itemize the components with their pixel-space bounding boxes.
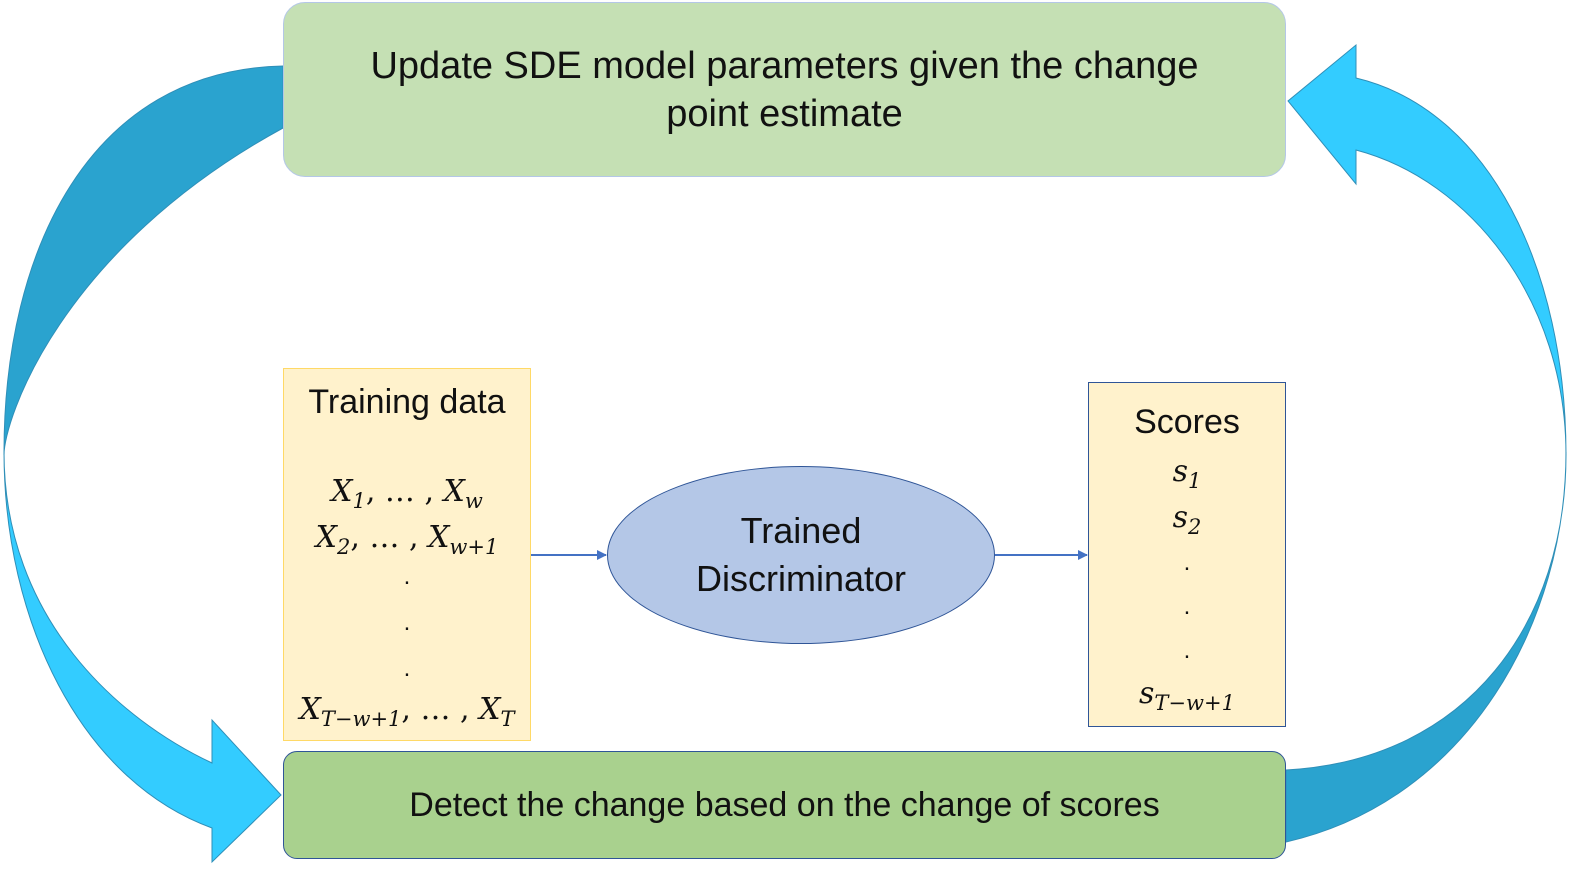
discriminator-line1: Trained	[740, 510, 862, 551]
training-row: XT−w+1, … , XT	[299, 692, 515, 731]
trained-discriminator-node: Trained Discriminator	[607, 466, 995, 644]
detect-change-box: Detect the change based on the change of…	[283, 751, 1286, 859]
discriminator-line2: Discriminator	[695, 558, 907, 599]
update-parameters-line2: point estimate	[666, 92, 903, 135]
cycle-arrow-left-icon	[3, 65, 284, 864]
ellipsis-dot: .	[403, 609, 411, 636]
update-parameters-box: Update SDE model parameters given the ch…	[283, 2, 1286, 177]
scores-box: Scores s1 s2 . . . sT−w+1	[1088, 382, 1286, 727]
score-item: s2	[1172, 500, 1202, 539]
ellipsis-dot: .	[1183, 549, 1191, 576]
detect-change-text: Detect the change based on the change of…	[409, 785, 1160, 824]
training-row: X2, … , Xw+1	[315, 520, 499, 559]
update-parameters-line1: Update SDE model parameters given the ch…	[370, 44, 1199, 87]
ellipsis-dot: .	[403, 563, 411, 590]
cycle-arrow-right-icon	[1285, 43, 1567, 843]
training-data-box: Training data X1, … , Xw X2, … , Xw+1 . …	[283, 368, 531, 741]
score-item: sT−w+1	[1139, 676, 1235, 715]
ellipsis-dot: .	[1183, 593, 1191, 620]
ellipsis-dot: .	[1183, 637, 1191, 664]
scores-title: Scores	[1134, 403, 1240, 441]
score-item: s1	[1172, 454, 1202, 493]
ellipsis-dot: .	[403, 655, 411, 682]
training-row: X1, … , Xw	[331, 474, 483, 513]
training-data-title: Training data	[308, 383, 506, 421]
